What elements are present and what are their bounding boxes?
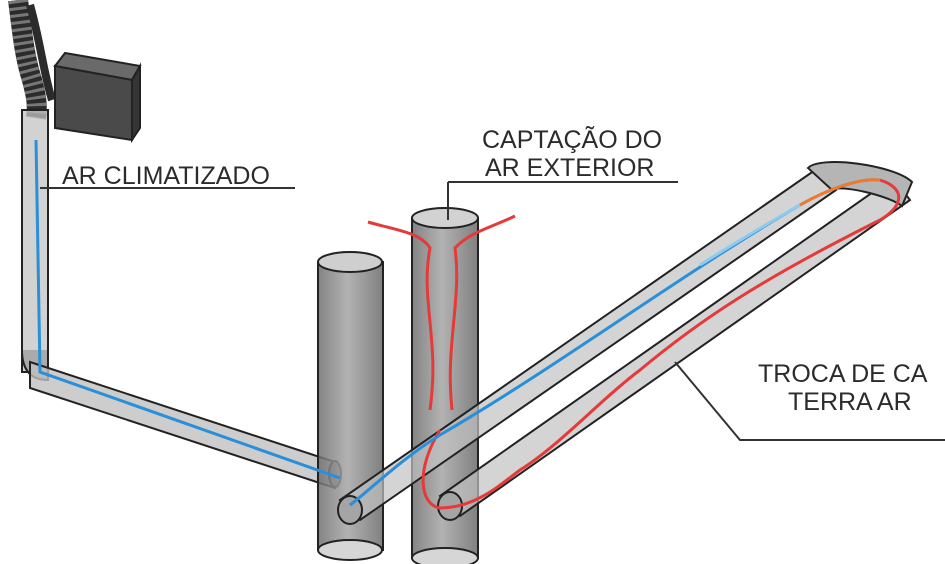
leader-lines [40, 181, 945, 441]
air-handling-unit-icon [53, 51, 142, 144]
label-troca-line1: TROCA DE CA [758, 360, 928, 388]
flexible-duct-icon [8, 0, 56, 120]
warm-intake-flow [367, 178, 901, 510]
cooled-return-flow [34, 139, 881, 507]
label-troca-line2: TERRA AR [788, 388, 912, 416]
label-ar-climatizado: AR CLIMATIZADO [62, 162, 270, 190]
label-captacao-line2: AR EXTERIOR [485, 154, 654, 182]
label-captacao-line1: CAPTAÇÃO DO [482, 125, 662, 154]
